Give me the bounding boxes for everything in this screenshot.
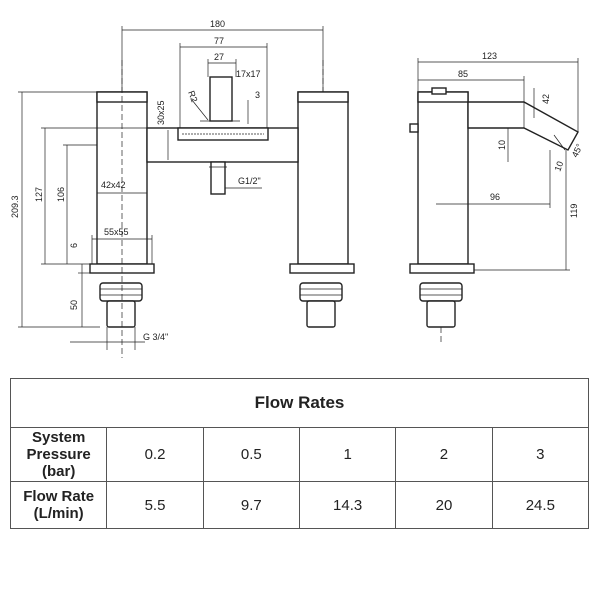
right-tower-cap — [297, 91, 349, 103]
dim-42: 42 — [541, 94, 551, 104]
table-cell: 1 — [298, 427, 397, 482]
right-tower — [297, 91, 349, 265]
dim-119: 119 — [569, 204, 579, 218]
diverter-nozzle — [210, 161, 226, 195]
dim-10a: 10 — [497, 140, 507, 150]
side-tower — [417, 91, 469, 265]
dim-42x42: 42x42 — [101, 180, 126, 190]
side-view: 123 85 42 10 10 45° 96 119 — [409, 51, 585, 345]
dim-10b: 10 — [552, 160, 565, 173]
table-cell: 0.2 — [106, 427, 204, 482]
technical-drawing: 180 77 27 17x17 3 R2 30x25 209.3 127 106… — [10, 19, 585, 358]
row-label-pressure: System Pressure (bar) — [9, 427, 108, 482]
dim-45: 45° — [570, 142, 585, 159]
dim-50: 50 — [69, 300, 79, 310]
dim-27: 27 — [214, 52, 224, 62]
dim-6: 6 — [69, 243, 79, 248]
dim-180: 180 — [210, 19, 225, 29]
front-view: 180 77 27 17x17 3 R2 30x25 209.3 127 106… — [10, 19, 355, 358]
table-cell: 9.7 — [202, 481, 300, 529]
table-cell: 5.5 — [106, 481, 204, 529]
dim-g12: G1/2" — [238, 176, 261, 186]
table-cell: 14.3 — [298, 481, 397, 529]
dim-17x17: 17x17 — [236, 69, 261, 79]
table-cell: 20 — [395, 481, 493, 529]
table-cell: 24.5 — [491, 481, 590, 529]
dim-77: 77 — [214, 36, 224, 46]
dim-30x25: 30x25 — [156, 100, 166, 125]
dim-96: 96 — [490, 192, 500, 202]
table-cell: 2 — [395, 427, 493, 482]
table-title: Flow Rates — [10, 378, 589, 428]
dim-3: 3 — [255, 90, 260, 100]
table-row: Flow Rate (L/min) 5.5 9.7 14.3 20 24.5 — [9, 481, 590, 529]
dim-123: 123 — [482, 51, 497, 61]
flow-rates-table: Flow Rates System Pressure (bar) 0.2 0.5… — [9, 378, 590, 529]
table-cell: 0.5 — [202, 427, 300, 482]
lever — [209, 76, 233, 122]
dim-127: 127 — [34, 187, 44, 202]
row-label-flow-rate: Flow Rate (L/min) — [9, 481, 108, 529]
dim-r2: R2 — [186, 89, 199, 103]
dim-106: 106 — [56, 187, 66, 202]
dim-55x55: 55x55 — [104, 227, 129, 237]
table-cell: 3 — [491, 427, 590, 482]
dim-g34: G 3/4" — [143, 332, 168, 342]
side-spout — [467, 101, 579, 151]
dim-209: 209.3 — [10, 195, 20, 218]
dim-85: 85 — [458, 69, 468, 79]
table-row: System Pressure (bar) 0.2 0.5 1 2 3 — [9, 427, 590, 482]
